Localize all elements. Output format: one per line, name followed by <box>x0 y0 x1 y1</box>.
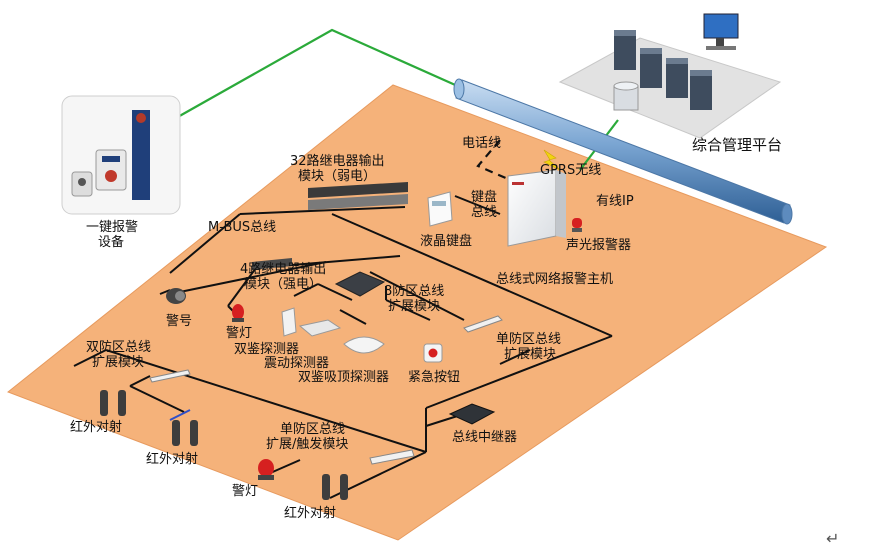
single-trigger-module <box>369 449 415 465</box>
label-single-trigger-line1: 单防区总线 <box>280 422 346 437</box>
warning-lamp-2 <box>258 459 274 480</box>
single-zone-module <box>463 315 503 333</box>
label-alarm-device-line2: 设备 <box>98 235 125 250</box>
label-phone-line: 电话线 <box>462 136 502 151</box>
label-single-trigger-line2: 扩展/触发模块 <box>266 437 349 452</box>
lcd-keypad <box>427 191 453 227</box>
label-repeater: 总线中继器 <box>452 430 518 445</box>
label-single-trigger: 单防区总线 扩展/触发模块 <box>266 422 348 452</box>
dual-detector-device <box>281 307 297 337</box>
label-keypad-bus-line1: 键盘 <box>471 190 498 205</box>
sound-light-alarm <box>572 218 582 232</box>
label-dual-zone-line2: 扩展模块 <box>92 355 145 370</box>
label-alarm-device-line1: 一键报警 <box>86 220 139 235</box>
label-horn: 警号 <box>166 314 193 329</box>
gprs-lightning-icon <box>543 149 561 171</box>
one-key-alarm-device <box>61 95 181 215</box>
label-sound-light: 声光报警器 <box>566 238 632 253</box>
label-single-zone-line2: 扩展模块 <box>504 347 557 362</box>
link-device-to-platform <box>175 28 463 119</box>
monitor-icon <box>703 13 739 50</box>
panic-button-device <box>423 343 443 363</box>
ir-beam-pair-1 <box>100 390 126 416</box>
label-ceiling-detector: 双鉴吸顶探测器 <box>298 370 390 385</box>
label-lcd-keypad: 液晶键盘 <box>420 234 473 249</box>
label-relay4-line2: 模块（强电） <box>244 277 323 292</box>
label-single-zone: 单防区总线 扩展模块 <box>496 332 561 362</box>
label-alarm-device: 一键报警 设备 <box>86 220 138 250</box>
label-wired-ip: 有线IP <box>596 194 634 209</box>
label-host: 总线式网络报警主机 <box>496 272 614 287</box>
label-ir3: 红外对射 <box>284 506 337 521</box>
label-ir2: 红外对射 <box>146 452 199 467</box>
server-tower-3 <box>666 58 688 98</box>
label-relay32-line2: 模块（弱电） <box>298 169 377 184</box>
label-dual-zone-line1: 双防区总线 <box>86 340 152 355</box>
label-zone8: 8防区总线 扩展模块 <box>384 284 444 314</box>
warning-lamp-1 <box>232 304 244 322</box>
label-dual-detector: 双鉴探测器 <box>234 342 300 357</box>
label-keypad-bus: 键盘 总线 <box>471 190 497 220</box>
label-relay32-line1: 32路继电器输出 <box>290 154 385 169</box>
label-ir1: 红外对射 <box>70 420 123 435</box>
horn-device <box>166 288 186 304</box>
label-zone8-line1: 8防区总线 <box>384 284 445 299</box>
label-keypad-bus-line2: 总线 <box>471 205 498 220</box>
label-relay4-line1: 4路继电器输出 <box>240 262 327 277</box>
label-mbus: M-BUS总线 <box>208 220 277 235</box>
server-tower-1 <box>614 30 636 70</box>
floor-plane <box>7 84 828 541</box>
label-dual-zone: 双防区总线 扩展模块 <box>86 340 151 370</box>
label-gprs: GPRS无线 <box>540 163 602 178</box>
label-panic-button: 紧急按钮 <box>408 370 461 385</box>
phone-line <box>476 139 516 184</box>
bus-repeater-device <box>448 403 496 425</box>
network-pipe <box>453 78 793 225</box>
storage-cylinder <box>613 81 639 111</box>
server-tower-4 <box>690 70 712 110</box>
label-relay4: 4路继电器输出 模块（强电） <box>240 262 326 292</box>
alarm-host-cabinet <box>507 169 566 247</box>
relay32-module <box>308 182 408 210</box>
ir-beam-pair-2 <box>172 420 198 446</box>
relay4-module <box>252 258 292 270</box>
label-relay32: 32路继电器输出 模块（弱电） <box>290 154 385 184</box>
server-tower-2 <box>640 48 662 88</box>
label-mgmt-platform: 综合管理平台 <box>692 136 783 154</box>
ceiling-detector-device <box>343 336 385 354</box>
server-cluster <box>613 13 739 111</box>
return-mark: ↵ <box>826 529 839 548</box>
label-lamp2: 警灯 <box>232 484 259 499</box>
label-vibration: 震动探测器 <box>264 356 330 371</box>
vibration-detector-device <box>298 319 342 337</box>
zone8-module <box>334 271 386 297</box>
dual-zone-module <box>149 369 191 383</box>
blue-segment <box>169 409 191 421</box>
label-zone8-line2: 扩展模块 <box>388 299 441 314</box>
label-single-zone-line1: 单防区总线 <box>496 332 562 347</box>
ir-beam-pair-3 <box>322 474 348 500</box>
label-lamp1: 警灯 <box>226 326 253 341</box>
